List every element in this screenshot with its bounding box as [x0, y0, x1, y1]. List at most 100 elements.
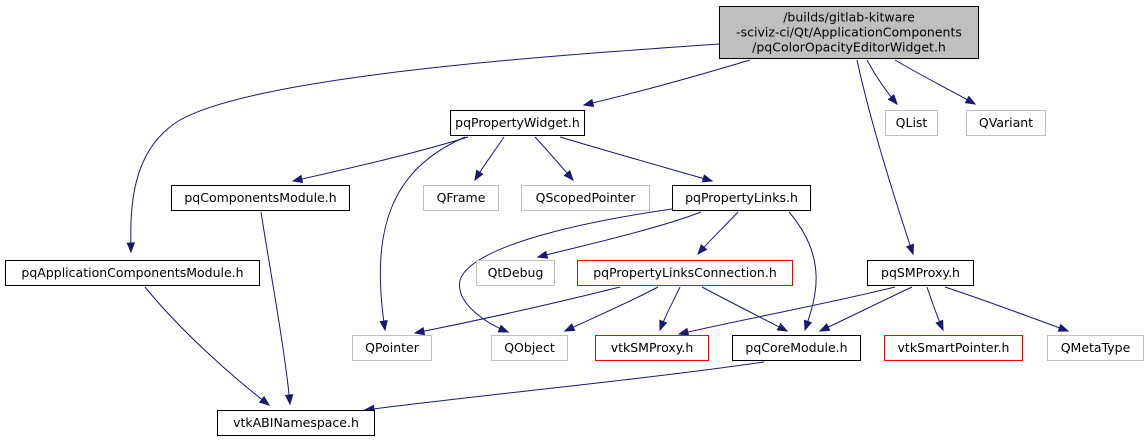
edge-line	[414, 286, 621, 334]
node-box	[423, 185, 499, 211]
node-pqApplicationComponentsModule[interactable]: pqApplicationComponentsModule.h	[5, 260, 260, 286]
edge-root-to-QList	[866, 59, 898, 106]
arrow-head-icon	[1057, 323, 1070, 332]
edge-pqCoreModule-to-vtkABINamespace	[363, 361, 765, 413]
edge-line	[559, 136, 713, 182]
edge-pqPropertyLinksConnection-to-pqCoreModule	[701, 286, 789, 332]
arrow-head-icon	[887, 94, 898, 106]
arrow-head-icon	[474, 169, 484, 182]
arrow-head-icon	[659, 319, 668, 332]
edge-pqPropertyWidget-to-pqComponentsModule	[291, 136, 469, 184]
node-box	[884, 335, 1023, 361]
edge-line	[701, 286, 788, 332]
node-label: pqApplicationComponentsModule.h	[21, 265, 243, 280]
node-vtkSMProxy[interactable]: vtkSMProxy.h	[595, 335, 709, 361]
edge-pqPropertyLinks-to-pqPropertyLinksConnection	[697, 211, 739, 256]
edge-pqPropertyWidget-to-QPointer	[379, 136, 466, 332]
edge-line	[144, 286, 270, 406]
node-box	[521, 185, 650, 211]
edge-line	[583, 59, 751, 106]
node-label: vtkSmartPointer.h	[898, 340, 1010, 355]
arrow-head-icon	[291, 174, 304, 184]
node-vtkSmartPointer[interactable]: vtkSmartPointer.h	[884, 335, 1023, 361]
node-pqSMProxy[interactable]: pqSMProxy.h	[867, 260, 974, 286]
arrow-head-icon	[536, 250, 549, 259]
edge-pqSMProxy-to-QMetaType	[944, 286, 1070, 332]
edge-pqComponentsModule-to-vtkABINamespace	[260, 211, 294, 406]
node-label: pqPropertyLinksConnection.h	[593, 265, 777, 280]
node-label: QFrame	[437, 190, 486, 205]
node-label: /builds/gitlab-kitware	[783, 10, 915, 25]
node-pqPropertyLinksConnection[interactable]: pqPropertyLinksConnection.h	[577, 260, 793, 286]
node-pqCoreModule[interactable]: pqCoreModule.h	[732, 335, 861, 361]
edge-pqPropertyWidget-to-QScopedPointer	[534, 136, 574, 182]
arrow-head-icon	[964, 95, 977, 105]
node-vtkABINamespace[interactable]: vtkABINamespace.h	[217, 410, 375, 436]
node-box	[577, 260, 793, 286]
edge-pqPropertyLinksConnection-to-QPointer	[413, 286, 621, 336]
arrow-head-icon	[905, 243, 915, 256]
edges-layer	[126, 43, 1070, 413]
node-label: QList	[896, 115, 928, 130]
arrow-head-icon	[563, 323, 576, 332]
node-root: /builds/gitlab-kitware-sciviz-ci/Qt/Appl…	[719, 6, 979, 59]
node-box	[732, 335, 861, 361]
edge-pqApplicationComponentsModule-to-vtkABINamespace	[144, 286, 271, 406]
arrow-head-icon	[804, 319, 813, 332]
edge-line	[788, 211, 817, 331]
edge-line	[379, 136, 466, 331]
node-QMetaType[interactable]: QMetaType	[1047, 335, 1144, 361]
node-label: /pqColorOpacityEditorWidget.h	[752, 40, 946, 55]
arrow-head-icon	[701, 174, 714, 183]
node-label: -sciviz-ci/Qt/ApplicationComponents	[736, 25, 962, 40]
edge-pqPropertyWidget-to-pqPropertyLinks	[559, 136, 714, 183]
edge-pqPropertyLinks-to-QtDebug	[536, 211, 702, 259]
node-QScopedPointer[interactable]: QScopedPointer	[521, 185, 650, 211]
node-label: pqPropertyWidget.h	[455, 115, 580, 130]
node-label: pqSMProxy.h	[881, 265, 960, 280]
arrow-head-icon	[563, 170, 574, 182]
edge-root-to-QVariant	[894, 59, 977, 105]
node-box	[5, 260, 260, 286]
edge-root-to-pqSMProxy	[856, 59, 915, 256]
node-box	[966, 110, 1046, 136]
node-pqPropertyWidget[interactable]: pqPropertyWidget.h	[450, 110, 585, 136]
edge-pqSMProxy-to-vtkSMProxy	[677, 286, 896, 337]
arrow-head-icon	[677, 327, 690, 337]
node-QPointer[interactable]: QPointer	[352, 335, 432, 361]
node-pqPropertyLinks[interactable]: pqPropertyLinks.h	[672, 185, 811, 211]
edge-pqPropertyWidget-to-QFrame	[474, 136, 505, 182]
node-pqComponentsModule[interactable]: pqComponentsModule.h	[171, 185, 350, 211]
node-label: pqPropertyLinks.h	[685, 190, 798, 205]
node-box	[352, 335, 432, 361]
node-label: pqCoreModule.h	[745, 340, 847, 355]
node-box	[491, 335, 568, 361]
node-QFrame[interactable]: QFrame	[423, 185, 499, 211]
node-box	[885, 110, 938, 136]
edge-line	[260, 211, 291, 405]
node-box	[171, 185, 350, 211]
edge-line	[459, 208, 673, 333]
edge-line	[130, 43, 720, 253]
edge-line	[678, 286, 896, 335]
node-box	[595, 335, 709, 361]
node-label: QObject	[504, 340, 555, 355]
edge-line	[944, 286, 1069, 332]
node-QtDebug[interactable]: QtDebug	[476, 260, 555, 286]
node-QObject[interactable]: QObject	[491, 335, 568, 361]
edge-pqPropertyLinksConnection-to-vtkSMProxy	[659, 286, 681, 332]
edge-pqPropertyLinks-to-pqCoreModule	[788, 211, 817, 332]
node-QList[interactable]: QList	[885, 110, 938, 136]
node-box	[867, 260, 974, 286]
node-QVariant[interactable]: QVariant	[966, 110, 1046, 136]
node-box	[1047, 335, 1144, 361]
node-label: QPointer	[365, 340, 420, 355]
edge-root-to-pqPropertyWidget	[582, 59, 751, 107]
edge-line	[537, 211, 702, 258]
arrow-head-icon	[497, 324, 510, 333]
edge-pqSMProxy-to-pqCoreModule	[818, 286, 913, 332]
node-label: vtkABINamespace.h	[233, 415, 359, 430]
arrow-head-icon	[935, 319, 944, 332]
arrow-head-icon	[697, 244, 708, 256]
arrow-head-icon	[258, 395, 271, 406]
